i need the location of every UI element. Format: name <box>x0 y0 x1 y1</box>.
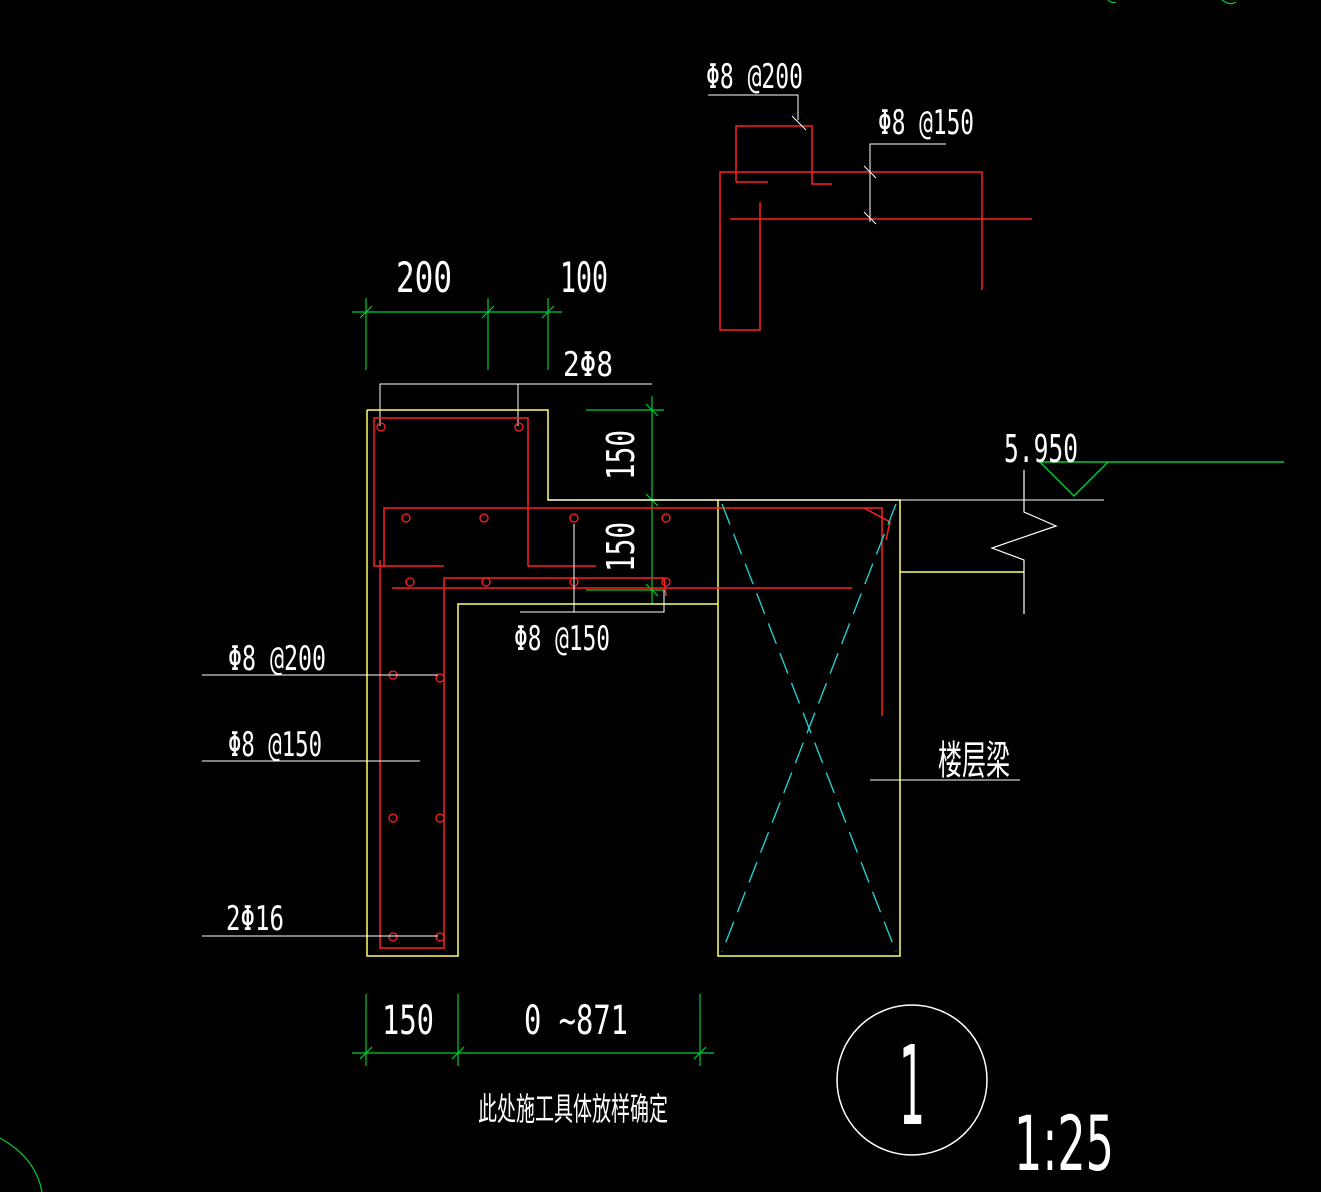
edge-arc-top <box>1107 0 1117 4</box>
left-leaders <box>202 674 438 937</box>
drawing-scale: 1:25 <box>1014 1099 1114 1188</box>
section-rebar <box>373 417 891 949</box>
dim-vertical-lower-150: 150 <box>599 522 643 572</box>
concrete-outline <box>366 409 1024 957</box>
bottom-dimension-lines <box>352 994 714 1066</box>
edge-arc-top-right <box>1221 0 1237 5</box>
left-bar-label: Φ8 @150 <box>228 725 322 765</box>
left-stirrup-label: Φ8 @200 <box>228 639 326 679</box>
top-rebar-detail <box>719 125 1032 331</box>
dim-bottom-left-150: 150 <box>382 998 434 1044</box>
floor-beam-label: 楼层梁 <box>938 738 1010 784</box>
section-marker-circle <box>836 1004 988 1156</box>
rebar-dots <box>376 422 671 942</box>
dim-top-left-200: 200 <box>396 253 452 302</box>
dim-vertical-upper-150: 150 <box>599 430 643 480</box>
mid-bar-label: Φ8 @150 <box>514 619 610 659</box>
bottom-bars-label: 2Φ16 <box>226 899 284 939</box>
floor-beam-cross <box>721 503 897 953</box>
top-bars-leader <box>379 383 652 426</box>
dim-bottom-right-range: 0 ~871 <box>524 998 628 1044</box>
top-bars-label: 2Φ8 <box>563 345 613 385</box>
top-detail-bar-label: Φ8 @150 <box>878 103 974 143</box>
edge-arc-bottom-left <box>0 1137 43 1192</box>
construction-note: 此处施工具体放样确定 <box>478 1090 668 1128</box>
elevation-marker <box>548 461 1284 614</box>
top-detail-leaders <box>708 94 946 225</box>
top-dimension-lines <box>352 298 562 370</box>
elevation-label: 5.950 <box>1004 427 1078 471</box>
top-detail-stirrup-label: Φ8 @200 <box>706 57 803 97</box>
mid-bar-leader <box>520 524 665 613</box>
dim-top-right-100: 100 <box>560 253 608 302</box>
section-number: 1 <box>899 1022 925 1150</box>
